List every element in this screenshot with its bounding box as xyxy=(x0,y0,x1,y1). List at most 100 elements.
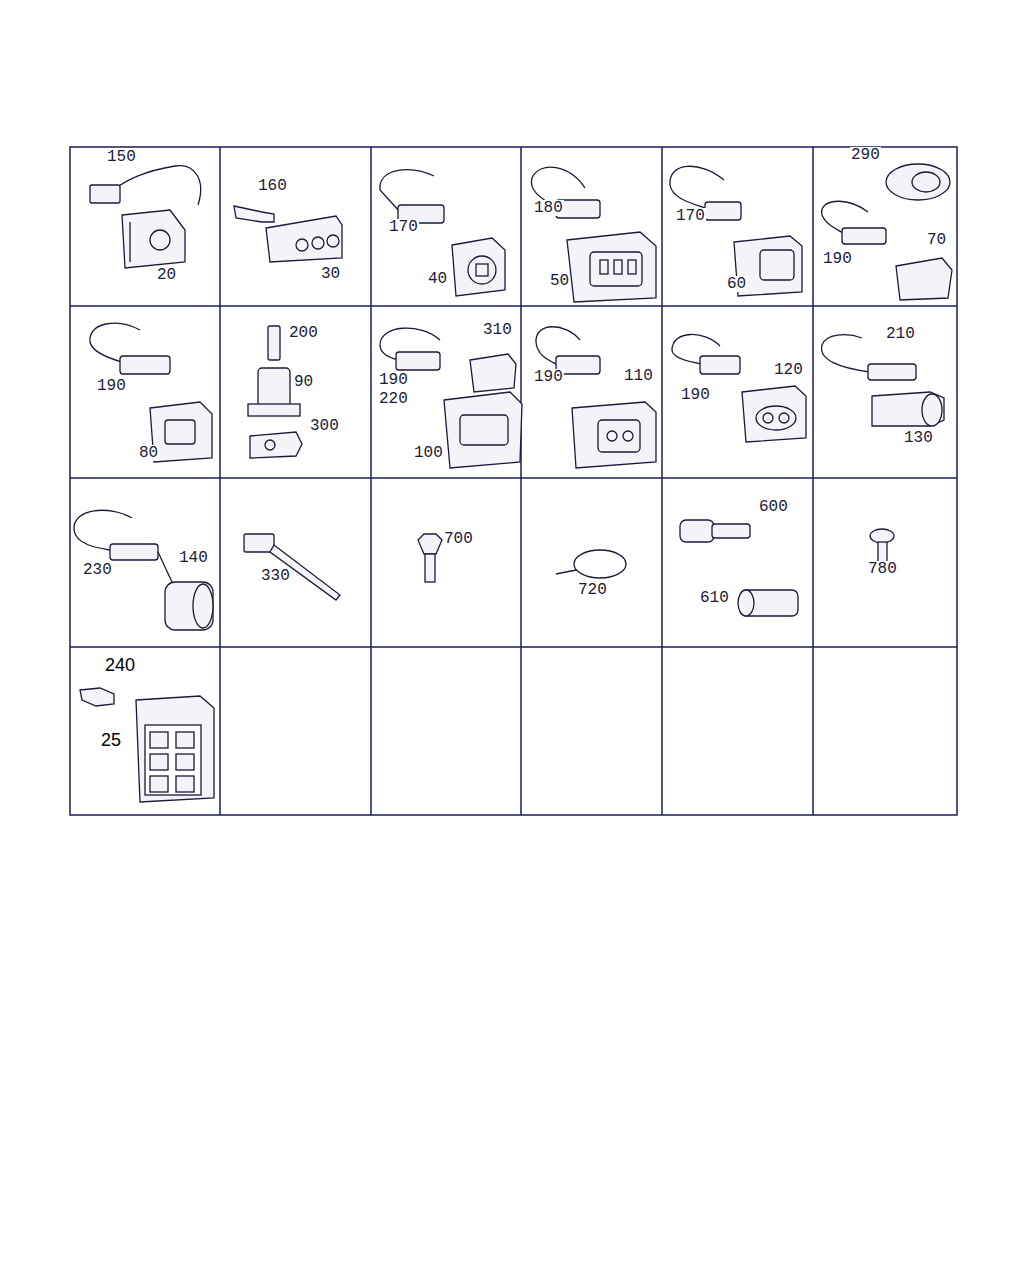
connector-drawings-part xyxy=(418,534,442,554)
callout-number: 610 xyxy=(699,590,730,606)
callout-number: 240 xyxy=(104,656,136,674)
grid-part xyxy=(370,147,372,815)
connector-drawings-part xyxy=(444,392,522,468)
callout-number: 190 xyxy=(533,369,564,385)
connector-drawings-part xyxy=(396,352,440,370)
connector-drawings-part xyxy=(567,232,656,302)
callout-number: 20 xyxy=(156,267,177,283)
connector-drawings-part xyxy=(896,258,952,300)
connector-drawings-part xyxy=(700,356,740,374)
connector-drawings xyxy=(74,164,952,802)
connector-drawings-part xyxy=(705,202,741,220)
connector-drawings-part xyxy=(248,404,300,416)
grid-part xyxy=(70,305,957,307)
callout-number: 780 xyxy=(867,561,898,577)
callout-number: 110 xyxy=(623,368,654,384)
callout-number: 70 xyxy=(926,232,947,248)
connector-drawings-part xyxy=(572,402,656,468)
callout-number: 100 xyxy=(413,445,444,461)
callout-number: 190 xyxy=(680,387,711,403)
connector-drawings-part xyxy=(590,252,642,286)
connector-drawings-part xyxy=(176,776,194,792)
connector-drawings-part xyxy=(868,364,916,380)
connector-drawings-part xyxy=(452,238,505,296)
connector-drawings-part xyxy=(607,431,617,441)
callout-number: 130 xyxy=(903,430,934,446)
connector-drawings-part xyxy=(556,570,576,574)
grid-part xyxy=(520,147,522,815)
callout-number: 190 xyxy=(822,251,853,267)
connector-drawings-part xyxy=(842,228,886,244)
connector-drawings-part xyxy=(680,520,714,542)
connector-drawings-part xyxy=(870,529,894,543)
connector-drawings-part xyxy=(598,420,640,452)
connector-drawings-part xyxy=(90,185,120,203)
connector-drawings-part xyxy=(756,406,796,430)
connector-drawings-part xyxy=(460,415,508,445)
connector-drawings-part xyxy=(158,552,172,582)
callout-number: 190 xyxy=(378,372,409,388)
connector-drawings-part xyxy=(150,732,168,748)
connector-drawings-part xyxy=(234,206,274,222)
connector-drawings-part xyxy=(150,776,168,792)
connector-drawings-part xyxy=(165,582,213,630)
callout-number: 720 xyxy=(577,582,608,598)
grid-part xyxy=(70,477,957,479)
callout-number: 90 xyxy=(293,374,314,390)
callout-number: 140 xyxy=(178,550,209,566)
connector-drawings-part xyxy=(912,172,940,192)
callout-number: 330 xyxy=(260,568,291,584)
grid-part xyxy=(812,147,814,815)
connector-drawings-part xyxy=(145,725,201,795)
connector-drawings-part xyxy=(623,431,633,441)
connector-drawings-part xyxy=(266,216,342,262)
connector-drawings-part xyxy=(760,250,794,280)
connector-drawings-part xyxy=(244,534,274,552)
connector-drawings-part xyxy=(122,210,185,268)
connector-drawings-part xyxy=(614,260,622,274)
grid-part xyxy=(70,147,957,815)
connector-drawings-part xyxy=(468,256,496,284)
callout-number: 160 xyxy=(257,178,288,194)
connector-drawings-part xyxy=(763,413,773,423)
callout-number: 170 xyxy=(388,219,419,235)
connector-drawings-part xyxy=(110,166,201,205)
callout-number: 190 xyxy=(96,378,127,394)
grid xyxy=(70,147,957,815)
callout-number: 40 xyxy=(427,271,448,287)
connector-drawings-part xyxy=(922,394,942,426)
callout-number: 230 xyxy=(82,562,113,578)
connector-drawings-part xyxy=(886,164,950,200)
callout-number: 50 xyxy=(549,273,570,289)
callout-number: 290 xyxy=(850,147,881,163)
connector-drawings-part xyxy=(110,544,158,560)
grid-part xyxy=(219,147,221,815)
connector-drawings-part xyxy=(312,237,324,249)
connector-drawings-part xyxy=(176,754,194,770)
callout-number: 25 xyxy=(100,731,122,749)
callout-number: 220 xyxy=(378,391,409,407)
connector-drawings-part xyxy=(872,392,944,426)
callout-number: 60 xyxy=(726,276,747,292)
connector-drawings-part xyxy=(296,239,308,251)
connector-drawings-part xyxy=(738,590,754,616)
callout-number: 700 xyxy=(443,531,474,547)
callout-number: 30 xyxy=(320,266,341,282)
connector-drawings-part xyxy=(600,260,608,274)
callout-number: 180 xyxy=(533,200,564,216)
connector-drawings-part xyxy=(265,440,275,450)
connector-drawings-part xyxy=(129,222,130,262)
connector-drawings-part xyxy=(193,584,213,628)
grid-part xyxy=(661,147,663,815)
callout-number: 120 xyxy=(773,362,804,378)
connector-drawings-part xyxy=(574,550,626,578)
connector-drawings-part xyxy=(176,732,194,748)
connector-drawings-part xyxy=(150,402,212,462)
callout-number: 80 xyxy=(138,445,159,461)
callout-number: 210 xyxy=(885,326,916,342)
connector-drawings-part xyxy=(822,335,870,372)
connector-drawings-part xyxy=(476,264,488,276)
connector-drawings-part xyxy=(779,413,789,423)
callout-number: 600 xyxy=(758,499,789,515)
